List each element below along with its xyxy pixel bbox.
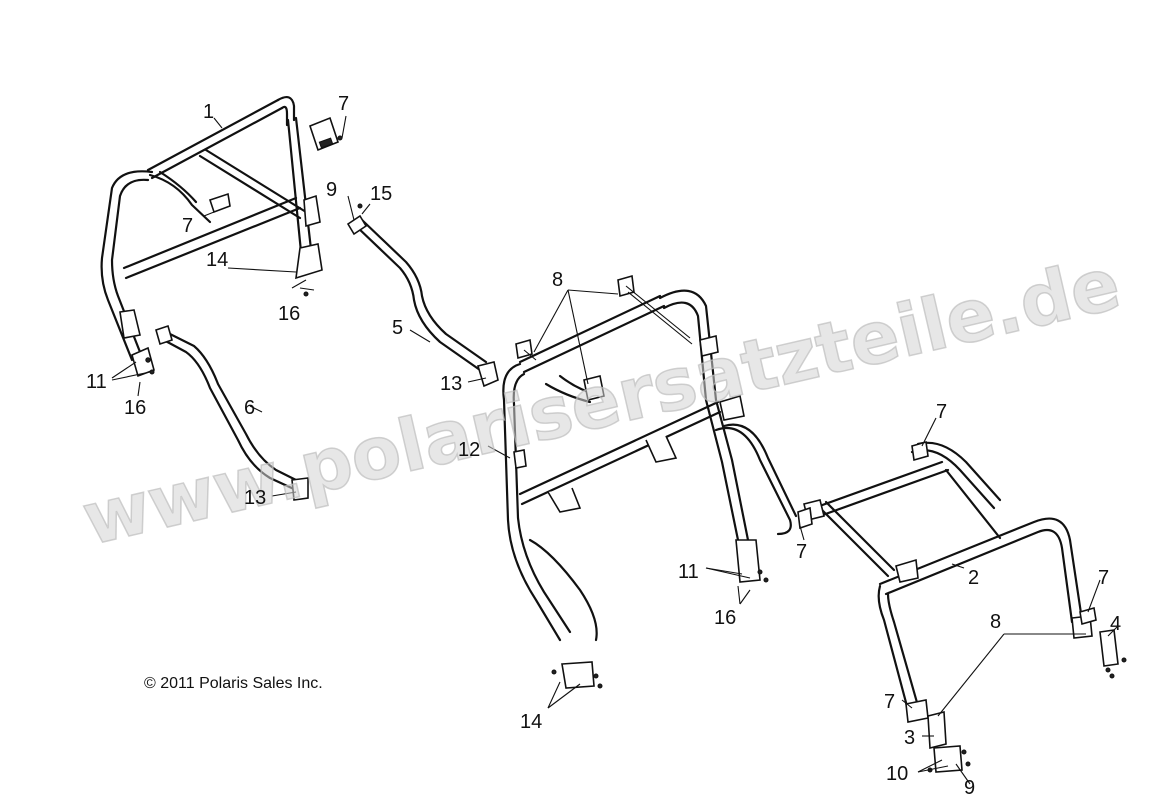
leader-lines: [111, 115, 1119, 785]
callout-4: 4: [1110, 613, 1121, 635]
callout-11: 11: [86, 371, 107, 393]
part-2-rear-frame: [797, 440, 1127, 773]
callout-8: 8: [552, 269, 563, 291]
callout-7: 7: [796, 541, 807, 563]
callout-14: 14: [206, 249, 228, 271]
callout-2: 2: [968, 567, 979, 589]
callout-7: 7: [936, 401, 947, 423]
callout-13: 13: [440, 373, 462, 395]
callout-9: 9: [964, 777, 975, 799]
callout-labels: 1 7 7 9 15 14 16 5 11 16 6 13 13 8 12 11…: [86, 93, 1121, 799]
callout-11: 11: [678, 561, 699, 583]
part-6-brace-tube: [155, 324, 309, 501]
callout-14: 14: [520, 711, 542, 733]
callout-3: 3: [904, 727, 915, 749]
copyright-text: © 2011 Polaris Sales Inc.: [144, 675, 323, 692]
callout-16: 16: [124, 397, 146, 419]
callout-9: 9: [326, 179, 337, 201]
callout-7: 7: [884, 691, 895, 713]
callout-10: 10: [886, 763, 908, 785]
callout-16: 16: [278, 303, 300, 325]
callout-1: 1: [203, 101, 214, 123]
callout-7: 7: [1098, 567, 1109, 589]
callout-15: 15: [370, 183, 392, 205]
callout-5: 5: [392, 317, 403, 339]
part-5-brace-tube: [346, 203, 499, 388]
callout-12: 12: [458, 439, 480, 461]
callout-7: 7: [182, 215, 193, 237]
callout-6: 6: [244, 397, 255, 419]
part-1-front-cage: [100, 96, 343, 378]
callout-13: 13: [244, 487, 266, 509]
callout-16: 16: [714, 607, 736, 629]
watermark-text: www.polarisersatzteile.de: [75, 241, 1128, 561]
part-12-center-cage: [502, 289, 798, 689]
callout-7: 7: [338, 93, 349, 115]
callout-8: 8: [990, 611, 1001, 633]
part-8-brackets: [515, 274, 693, 361]
